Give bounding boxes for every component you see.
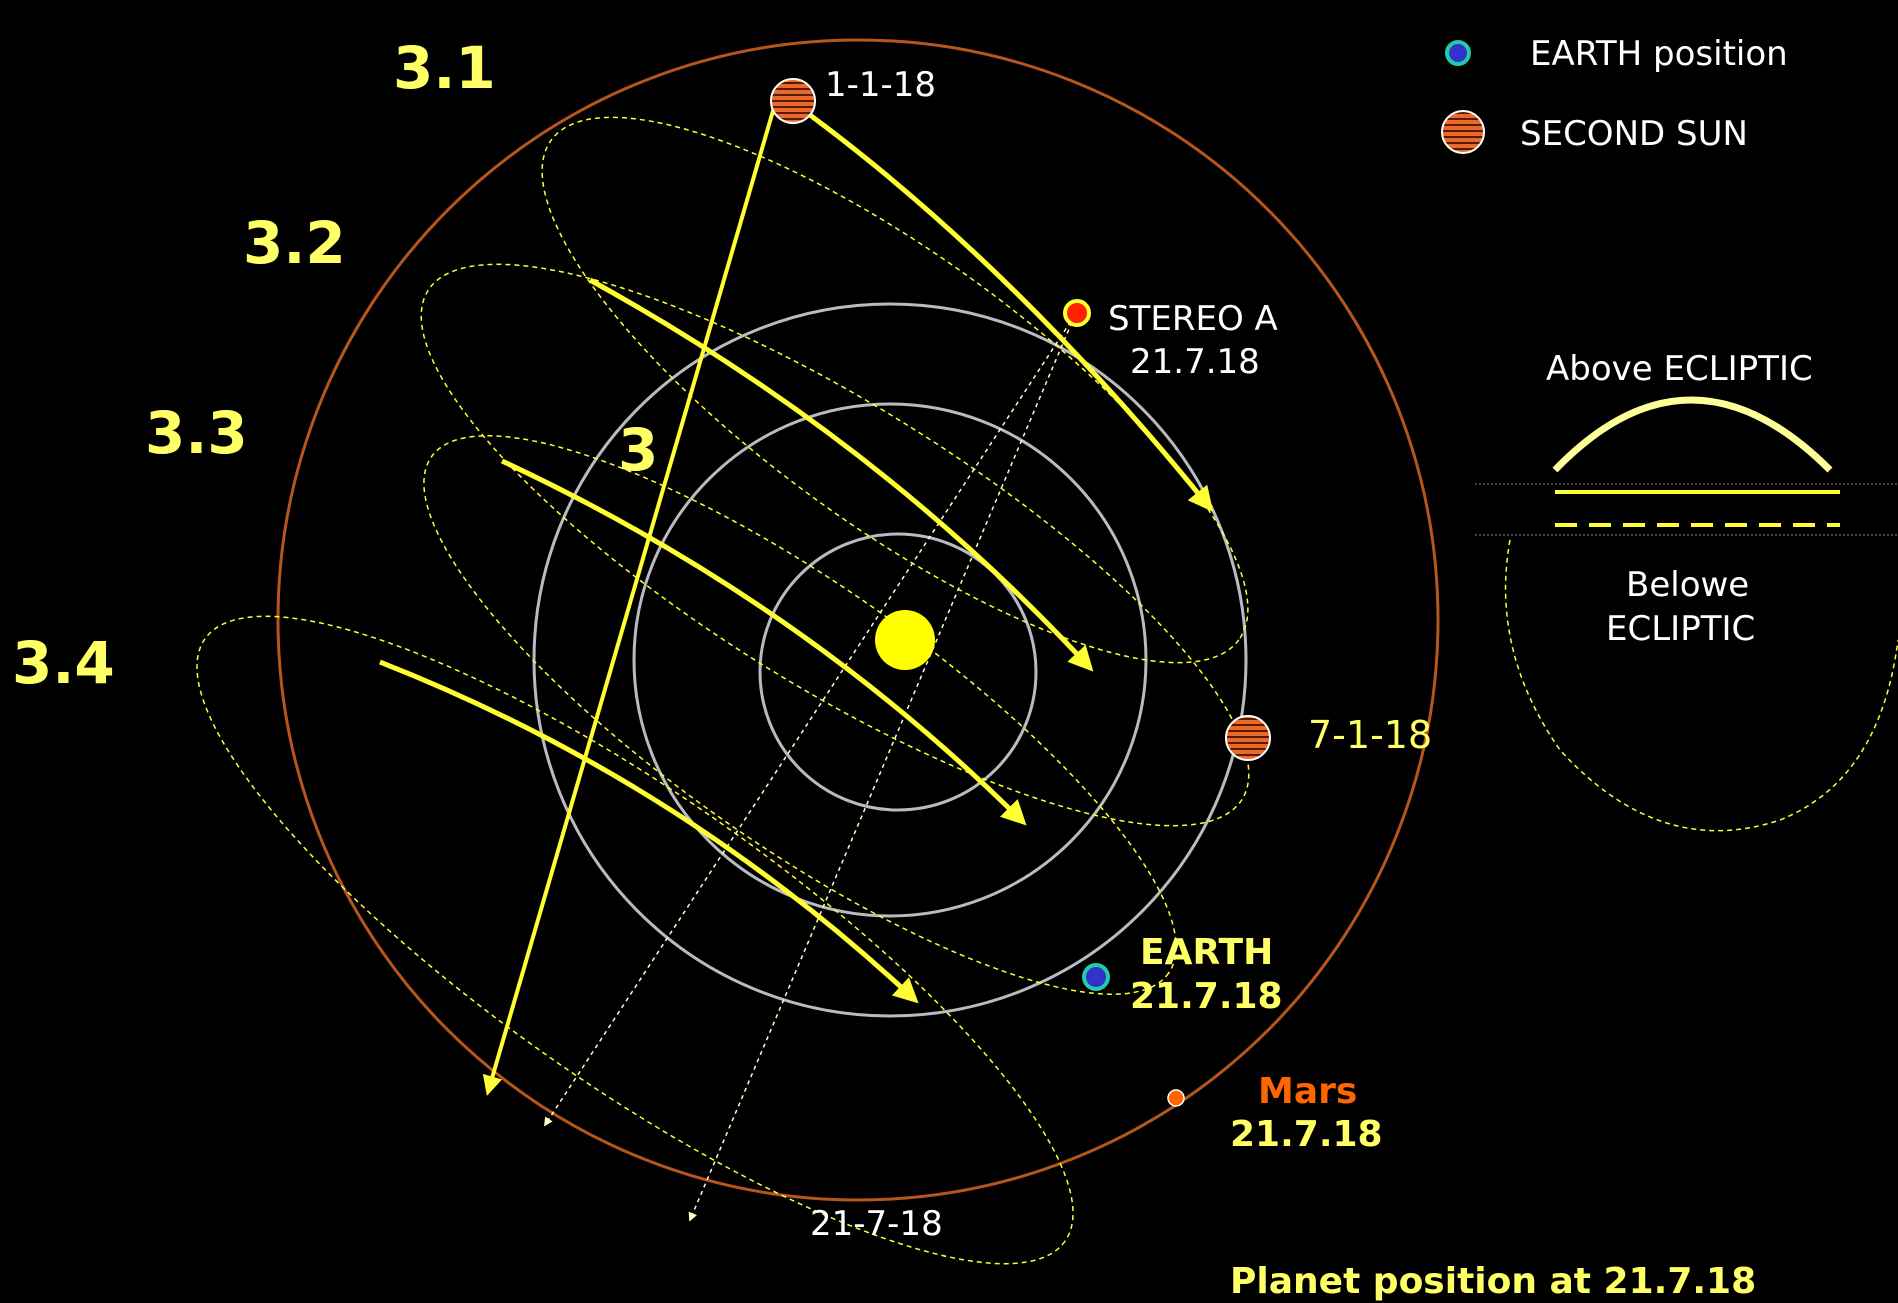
sun [875, 610, 935, 670]
arrow-trajectory-3-2 [588, 277, 1094, 672]
arrow-trajectory-3-1 [793, 101, 1214, 512]
ecliptic-key: Above ECLIPTIC Belowe ECLIPTIC [1475, 349, 1898, 832]
earth-position-icon [1445, 40, 1471, 66]
trajectory-label-3-3: 3.3 [145, 399, 248, 467]
legend: EARTH position SECOND SUN [1441, 34, 1788, 154]
below-ecliptic-line1: Belowe [1626, 565, 1749, 605]
arrow-trajectory-3-3 [500, 458, 1027, 826]
stereo-a-name: STEREO A [1108, 299, 1278, 339]
orbit-ring-1 [758, 532, 1038, 812]
trajectory-ellipse-3-3 [423, 435, 1177, 995]
trajectory-ellipse-3-4 [196, 615, 1074, 1265]
below-ecliptic-line2: ECLIPTIC [1606, 609, 1755, 649]
trajectory-label-3-2: 3.2 [243, 209, 346, 277]
trajectory-label-3: 3 [618, 416, 658, 484]
arrow-trajectory-3 [482, 103, 777, 1096]
trajectory-label-3-4: 3.4 [12, 629, 115, 697]
outer-orbit [276, 38, 1440, 1202]
trajectory-label-3-1: 3.1 [393, 34, 496, 102]
below-ecliptic-arc [1504, 539, 1898, 832]
date-start-label: 1-1-18 [825, 65, 936, 105]
earth-name: EARTH [1140, 932, 1273, 973]
mars-name: Mars [1258, 1071, 1357, 1112]
second-sun-start [770, 78, 816, 124]
footer-caption: Planet position at 21.7.18 [1230, 1261, 1756, 1302]
stereo-a-marker [1063, 299, 1091, 327]
stereo-a-date: 21.7.18 [1130, 342, 1260, 382]
date-end-label: 21-7-18 [810, 1204, 943, 1244]
mars-date: 21.7.18 [1230, 1114, 1383, 1155]
earth-date: 21.7.18 [1130, 976, 1283, 1017]
legend-second-sun-label: SECOND SUN [1520, 114, 1748, 154]
above-ecliptic-arc [1552, 396, 1833, 473]
date-mid-label: 7-1-18 [1308, 713, 1432, 757]
above-ecliptic-label: Above ECLIPTIC [1546, 349, 1813, 389]
stereo-sightline-2 [688, 314, 1076, 1222]
mars-marker [1167, 1089, 1185, 1107]
stereo-sightline-1 [544, 314, 1076, 1127]
trajectory-ellipse-3-2 [420, 263, 1250, 827]
arrow-trajectory-3-4 [379, 659, 919, 1004]
second-sun-mid [1225, 715, 1271, 761]
second-sun-icon [1441, 110, 1485, 154]
legend-earth-label: EARTH position [1530, 34, 1788, 74]
earth-marker [1082, 963, 1110, 991]
